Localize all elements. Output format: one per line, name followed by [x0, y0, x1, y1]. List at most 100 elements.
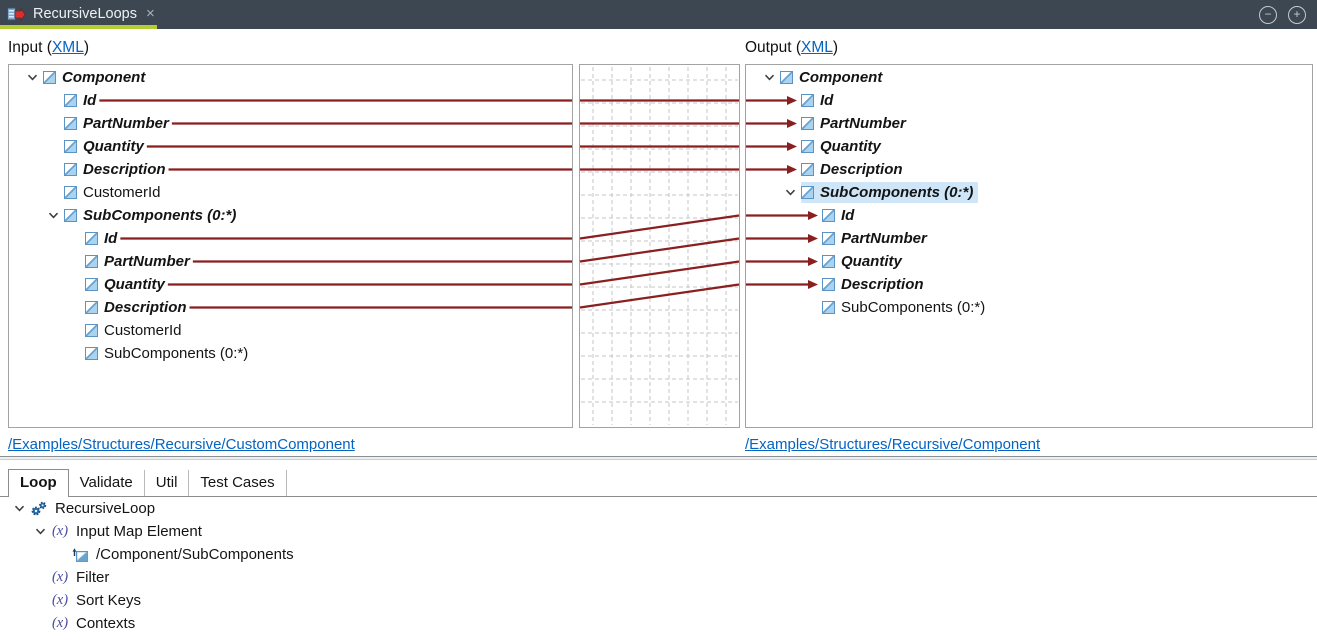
expander-chevron-icon[interactable]: [779, 189, 801, 196]
loop-properties-tree: RecursiveLoop(x)Input Map Element/Compon…: [0, 497, 1317, 635]
output-node-description[interactable]: Description: [746, 158, 1312, 181]
node-content[interactable]: Description: [85, 297, 192, 318]
node-content[interactable]: Quantity: [801, 136, 886, 157]
node-label: SubComponents (0:*): [820, 184, 974, 201]
input-node-partnumber[interactable]: PartNumber: [9, 112, 572, 135]
node-content[interactable]: SubComponents (0:*): [801, 182, 979, 203]
output-node-component[interactable]: Component: [746, 66, 1312, 89]
tab-test-cases[interactable]: Test Cases: [189, 470, 287, 496]
node-content[interactable]: Id: [64, 90, 101, 111]
tab-loop[interactable]: Loop: [8, 469, 69, 497]
input-title-suffix: ): [83, 39, 89, 56]
xml-element-icon: [85, 301, 98, 314]
input-node-customerid[interactable]: CustomerId: [9, 181, 572, 204]
node-content[interactable]: PartNumber: [822, 228, 932, 249]
expander-chevron-icon[interactable]: [758, 74, 780, 81]
input-node-quantity[interactable]: Quantity: [9, 135, 572, 158]
output-node-quantity[interactable]: Quantity: [746, 135, 1312, 158]
tab-util[interactable]: Util: [145, 470, 190, 496]
node-content[interactable]: Quantity: [822, 251, 907, 272]
node-content[interactable]: CustomerId: [85, 320, 187, 341]
xml-element-icon: [85, 255, 98, 268]
node-content[interactable]: PartNumber: [85, 251, 195, 272]
expand-all-button[interactable]: +: [1288, 5, 1306, 24]
xml-element-icon: [64, 140, 77, 153]
node-content[interactable]: Description: [822, 274, 929, 295]
node-content[interactable]: SubComponents (0:*): [64, 205, 241, 226]
node-content[interactable]: PartNumber: [64, 113, 174, 134]
node-label: Description: [83, 161, 166, 178]
node-content[interactable]: Description: [64, 159, 171, 180]
expander-chevron-icon[interactable]: [8, 505, 30, 512]
xml-element-icon: [801, 94, 814, 107]
input-node-id[interactable]: Id: [9, 89, 572, 112]
loop-tree-node-sort-keys[interactable]: (x)Sort Keys: [0, 589, 1317, 612]
node-content[interactable]: Component: [780, 67, 887, 88]
mapping-document-icon: [7, 7, 25, 22]
input-node-customerid[interactable]: CustomerId: [9, 319, 572, 342]
collapse-all-button[interactable]: −: [1259, 5, 1277, 24]
tab-validate[interactable]: Validate: [69, 470, 145, 496]
node-content[interactable]: CustomerId: [64, 182, 166, 203]
document-tab-recursiveloops[interactable]: RecursiveLoops ×: [0, 0, 163, 29]
node-label: Description: [841, 276, 924, 293]
horizontal-splitter[interactable]: [0, 456, 1317, 460]
input-node-component[interactable]: Component: [9, 66, 572, 89]
input-schema-path-link[interactable]: /Examples/Structures/Recursive/CustomCom…: [8, 436, 355, 453]
output-xml-link[interactable]: XML: [801, 39, 833, 56]
input-node-description[interactable]: Description: [9, 158, 572, 181]
fx-function-icon: (x): [51, 523, 69, 539]
input-node-partnumber[interactable]: PartNumber: [9, 250, 572, 273]
node-content[interactable]: Id: [822, 205, 859, 226]
output-node-description[interactable]: Description: [746, 273, 1312, 296]
loop-tree-node-input-map-element[interactable]: (x)Input Map Element: [0, 520, 1317, 543]
output-node-partnumber[interactable]: PartNumber: [746, 112, 1312, 135]
expander-chevron-icon[interactable]: [21, 74, 43, 81]
input-node-subcomponents-0[interactable]: SubComponents (0:*): [9, 204, 572, 227]
input-node-description[interactable]: Description: [9, 296, 572, 319]
input-node-subcomponents-0[interactable]: SubComponents (0:*): [9, 342, 572, 365]
loop-tree-node-component-subcomponents[interactable]: /Component/SubComponents: [0, 543, 1317, 566]
xml-element-icon: [64, 94, 77, 107]
node-label: CustomerId: [83, 184, 161, 201]
output-node-subcomponents-0[interactable]: SubComponents (0:*): [746, 296, 1312, 319]
xml-element-icon: [64, 117, 77, 130]
mapping-grid-panel: [579, 64, 740, 428]
xml-element-icon: [801, 117, 814, 130]
expander-chevron-icon[interactable]: [42, 212, 64, 219]
node-content[interactable]: Id: [801, 90, 838, 111]
loop-tree-node-recursiveloop[interactable]: RecursiveLoop: [0, 497, 1317, 520]
xml-element-icon: [85, 278, 98, 291]
input-node-id[interactable]: Id: [9, 227, 572, 250]
xml-element-icon: [64, 209, 77, 222]
node-content[interactable]: Component: [43, 67, 150, 88]
document-tab-bar: RecursiveLoops × − +: [0, 0, 1317, 29]
output-node-subcomponents-0[interactable]: SubComponents (0:*): [746, 181, 1312, 204]
node-label: Quantity: [83, 138, 144, 155]
node-content[interactable]: Quantity: [85, 274, 170, 295]
node-content[interactable]: SubComponents (0:*): [85, 343, 253, 364]
xml-element-icon: [822, 232, 835, 245]
output-node-id[interactable]: Id: [746, 89, 1312, 112]
tab-close-icon[interactable]: ×: [145, 5, 155, 22]
xml-element-icon: [801, 140, 814, 153]
loop-tree-node-filter[interactable]: (x)Filter: [0, 566, 1317, 589]
node-content[interactable]: SubComponents (0:*): [822, 297, 990, 318]
node-label: Quantity: [104, 276, 165, 293]
output-node-quantity[interactable]: Quantity: [746, 250, 1312, 273]
node-label: PartNumber: [83, 115, 169, 132]
output-schema-path-link[interactable]: /Examples/Structures/Recursive/Component: [745, 436, 1041, 453]
loop-tree-node-contexts[interactable]: (x)Contexts: [0, 612, 1317, 635]
input-xml-link[interactable]: XML: [51, 39, 84, 56]
node-label: SubComponents (0:*): [83, 207, 237, 224]
node-content[interactable]: Id: [85, 228, 122, 249]
expander-chevron-icon[interactable]: [29, 528, 51, 535]
node-content[interactable]: Quantity: [64, 136, 149, 157]
loop-gears-icon: [31, 501, 47, 515]
input-node-quantity[interactable]: Quantity: [9, 273, 572, 296]
output-node-partnumber[interactable]: PartNumber: [746, 227, 1312, 250]
output-node-id[interactable]: Id: [746, 204, 1312, 227]
node-content[interactable]: Description: [801, 159, 908, 180]
node-content[interactable]: PartNumber: [801, 113, 911, 134]
